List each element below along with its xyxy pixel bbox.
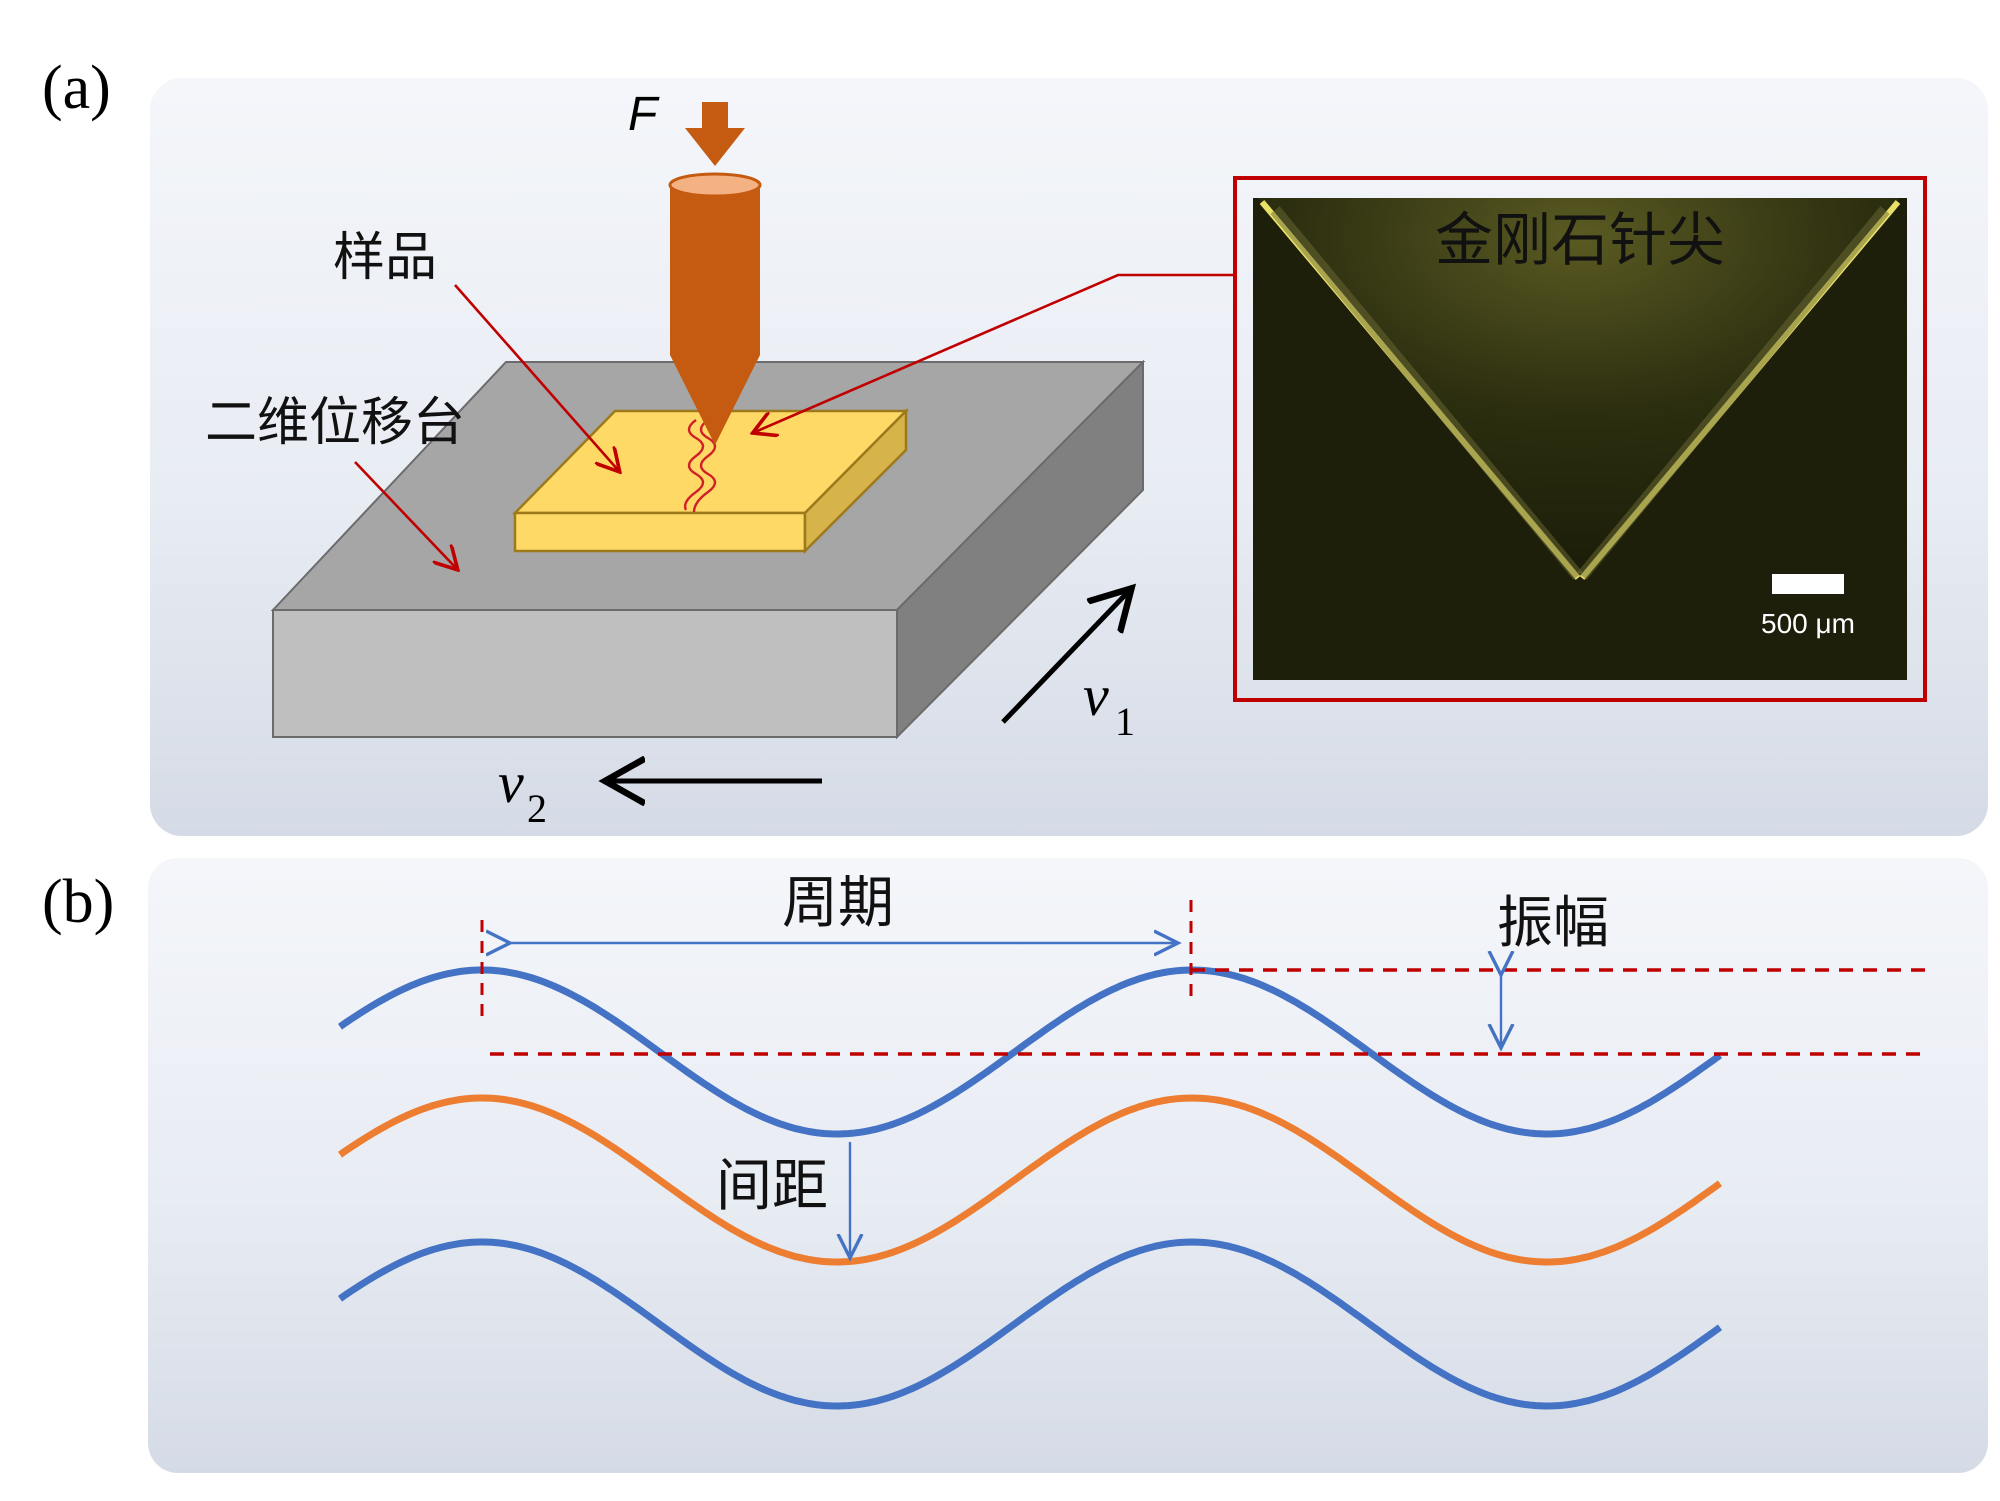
inset-title: 金刚石针尖: [1435, 206, 1725, 274]
amplitude-label: 振幅: [1497, 891, 1609, 956]
stage-label: 二维位移台: [205, 393, 465, 453]
sample-side-face: [803, 407, 908, 555]
tool-body: [670, 185, 760, 445]
period-label: 周期: [782, 871, 894, 936]
v2-symbol: v: [498, 750, 524, 815]
inset-micrograph: 金刚石针尖 500 μm: [1233, 176, 1927, 702]
panel-b-label: (b): [42, 868, 114, 936]
diamond-tool: [668, 102, 762, 445]
scale-bar: [1772, 574, 1844, 594]
tip-cone: [1258, 198, 1900, 580]
scratch-wave-2: [692, 419, 717, 513]
sample: [512, 407, 909, 555]
tip-edge-glow-right: [1577, 206, 1890, 580]
v1-symbol: v: [1083, 663, 1109, 728]
panel-b-background: [148, 858, 1988, 1473]
inset-pointer-line: [755, 273, 1235, 432]
wave-bottom-blue: [337, 1238, 1723, 1410]
panel-a-label: (a): [42, 54, 111, 122]
spacing-label: 间距: [716, 1154, 828, 1219]
v1-arrow: [1001, 592, 1128, 724]
v2-subscript: 2: [527, 786, 547, 831]
sample-pointer-arrow: [454, 284, 618, 470]
scale-bar-label: 500 μm: [1761, 608, 1855, 639]
stage-side-face: [896, 359, 1144, 740]
force-label: F: [628, 88, 660, 141]
wave-top-blue: [337, 966, 1723, 1138]
sample-front-face: [513, 511, 807, 553]
wave-middle-orange: [337, 1094, 1723, 1266]
tip-edge-glow-left: [1270, 206, 1583, 580]
tool-top: [668, 172, 762, 198]
v1-subscript: 1: [1115, 699, 1135, 744]
force-arrow: [685, 102, 745, 166]
sample-label: 样品: [333, 228, 437, 288]
panel-a: (a) F 样品 二维位移台 v: [42, 54, 1988, 836]
inset-frame: [1233, 176, 1927, 702]
scratch-wave-1: [683, 419, 705, 511]
stage-front-face: [272, 609, 898, 738]
stage-pointer-arrow: [354, 461, 456, 568]
panel-b: (b) 周期 振幅 间距: [42, 858, 1988, 1473]
